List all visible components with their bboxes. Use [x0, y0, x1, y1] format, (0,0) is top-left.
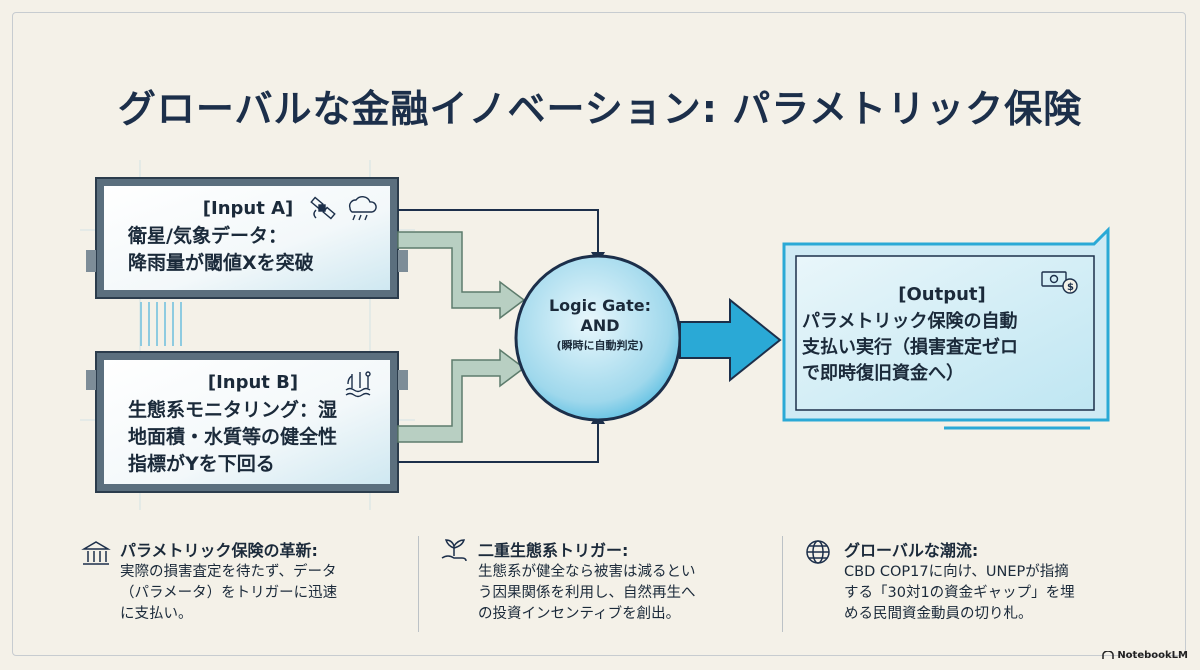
rain-cloud-icon	[348, 196, 377, 221]
brand-label: NotebookLM	[1117, 650, 1188, 661]
brand-watermark: NotebookLM	[1102, 650, 1188, 661]
note-divider-1	[418, 536, 419, 632]
note-parametric-heading: パラメトリック保険の革新:	[120, 541, 318, 560]
output-arrow	[679, 297, 782, 383]
input-a-line-2: 降雨量が閾値Xを突破	[128, 252, 314, 274]
note-parametric: パラメトリック保険の革新: 実際の損害査定を待たず、データ （パラメータ）をトリ…	[82, 540, 402, 625]
input-b-line-3: 指標がYを下回る	[128, 453, 275, 475]
input-a-text: [Input A] 衛星/気象データ： 降雨量が閾値Xを突破	[128, 198, 368, 277]
gate-text: Logic Gate: AND (瞬時に自動判定)	[520, 296, 680, 354]
data-stream	[140, 302, 182, 346]
satellite-icon	[310, 196, 336, 220]
gate-line-3: (瞬時に自動判定)	[556, 339, 644, 352]
input-b-heading: [Input B]	[207, 372, 299, 393]
note-parametric-line-3: に支払い。	[120, 606, 193, 622]
green-arrow-a	[397, 231, 526, 320]
output-line-2: 支払い実行（損害査定ゼロ	[802, 337, 1018, 358]
note-global-trend-line-2: する「30対1の資金ギャップ」を埋	[844, 585, 1075, 601]
input-a-heading: [Input A]	[202, 198, 294, 219]
gate-line-2: AND	[580, 316, 620, 335]
note-dual-trigger: 二重生態系トリガー: 生態系が健全なら被害は減るとい う因果関係を利用し、自然再…	[440, 540, 760, 625]
input-a-box	[86, 177, 408, 299]
input-b-line-1: 生態系モニタリング：湿	[128, 399, 338, 421]
input-b-line-2: 地面積・水質等の健全性	[128, 426, 338, 448]
svg-text:$: $	[1067, 282, 1074, 293]
input-a-line-1: 衛星/気象データ：	[128, 225, 287, 247]
note-global-trend-heading: グローバルな潮流:	[844, 541, 979, 560]
output-line-3: で即時復旧資金へ）	[802, 363, 964, 384]
brand-logo-icon	[1102, 651, 1115, 659]
note-global-trend-line-1: CBD COP17に向け、UNEPが指摘	[844, 564, 1069, 580]
sprout-hand-icon	[441, 539, 467, 562]
note-dual-trigger-line-3: の投資インセンティブを創出。	[478, 606, 681, 622]
input-b-box	[86, 351, 408, 493]
note-global-trend: グローバルな潮流: CBD COP17に向け、UNEPが指摘 する「30対1の資…	[806, 540, 1126, 625]
page-frame	[12, 12, 1186, 656]
note-parametric-line-2: （パラメータ）をトリガーに迅速	[120, 585, 338, 601]
wetland-icon	[345, 371, 371, 398]
note-dual-trigger-line-1: 生態系が健全なら被害は減るとい	[478, 564, 696, 580]
output-heading: [Output]	[898, 284, 986, 305]
input-b-text: [Input B] 生態系モニタリング：湿 地面積・水質等の健全性 指標がYを下…	[128, 372, 378, 478]
output-line-1: パラメトリック保険の自動	[802, 311, 1018, 332]
bank-icon	[81, 541, 111, 565]
green-arrow-b	[397, 348, 526, 443]
note-divider-2	[782, 536, 783, 632]
note-global-trend-line-3: める民間資金動員の切り札。	[844, 606, 1033, 622]
note-dual-trigger-line-2: う因果関係を利用し、自然再生へ	[478, 585, 696, 601]
globe-icon	[806, 540, 830, 564]
note-dual-trigger-heading: 二重生態系トリガー:	[478, 541, 629, 560]
page-title: グローバルな金融イノベーション: パラメトリック保険	[117, 87, 1083, 131]
note-parametric-line-1: 実際の損害査定を待たず、データ	[120, 564, 337, 580]
output-text: [Output] パラメトリック保険の自動 支払い実行（損害査定ゼロ で即時復旧…	[802, 284, 1082, 387]
connector-lines	[398, 209, 599, 463]
money-icon: $	[1041, 271, 1078, 294]
gate-line-1: Logic Gate:	[548, 296, 651, 315]
output-box	[782, 226, 1110, 430]
